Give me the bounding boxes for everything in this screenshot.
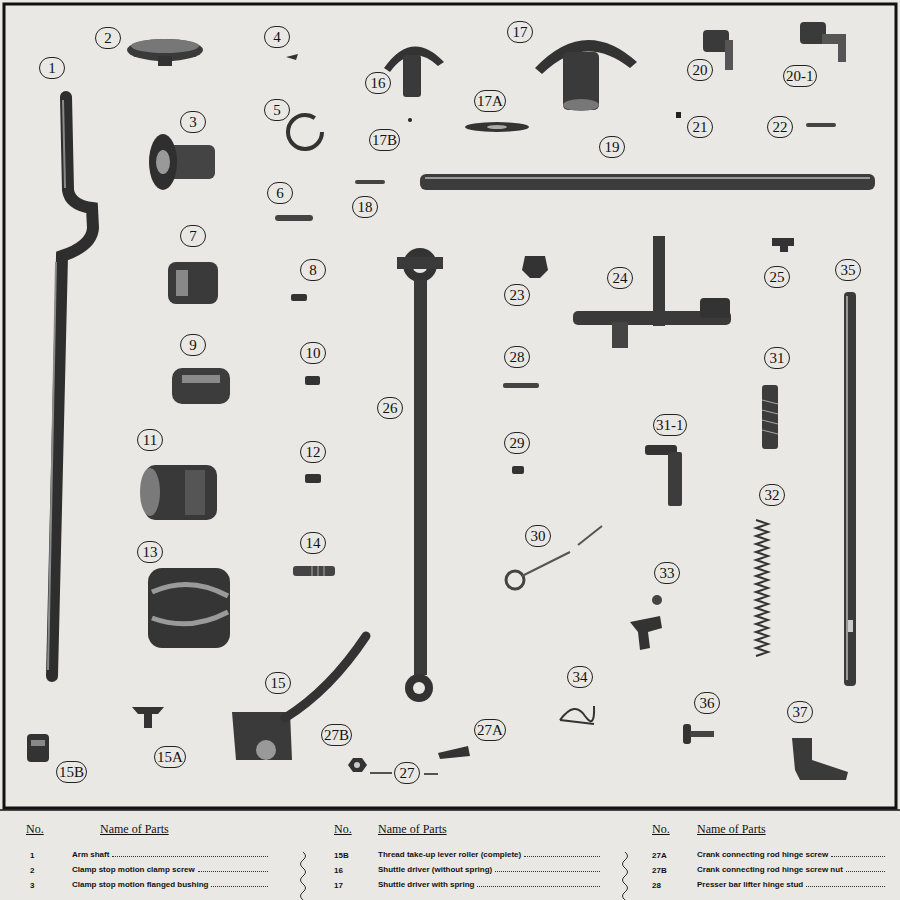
callout-number: 2 — [95, 27, 121, 49]
part-name: Clamp stop motion flanged bushing — [72, 880, 208, 889]
callout-number: 6 — [267, 182, 293, 204]
callout-number: 15B — [56, 761, 87, 783]
callout-number: 27B — [321, 724, 352, 746]
callout-number: 34 — [567, 666, 593, 688]
callout-number: 24 — [607, 267, 633, 289]
table-cell: Crank connecting rod hinge screw — [697, 850, 885, 859]
callout-number: 14 — [300, 532, 326, 554]
callout-number: 16 — [365, 72, 391, 94]
table-cell: Shuttle driver (without spring) — [378, 865, 600, 874]
callout-number: 31-1 — [653, 414, 687, 436]
table-cell: Arm shaft — [72, 850, 268, 859]
table-header: Name of Parts — [378, 822, 447, 837]
callout-number: 27 — [394, 762, 420, 784]
table-cell: Presser bar lifter hinge stud — [697, 880, 885, 889]
table-header: Name of Parts — [100, 822, 169, 837]
table-cell: Shuttle driver with spring — [378, 880, 600, 889]
part-name: Arm shaft — [72, 850, 109, 859]
part-name: Shuttle driver (without spring) — [378, 865, 492, 874]
table-cell: Crank connecting rod hinge screw nut — [697, 865, 885, 874]
callout-number: 33 — [654, 562, 680, 584]
table-header: No. — [652, 822, 670, 837]
part-number: 28 — [652, 881, 661, 890]
part-name: Shuttle driver with spring — [378, 880, 474, 889]
dot-leader — [846, 871, 885, 872]
part-name: Thread take-up lever roller (complete) — [378, 850, 521, 859]
callout-number: 11 — [137, 429, 163, 451]
part-name: Crank connecting rod hinge screw nut — [697, 865, 843, 874]
dot-leader — [477, 886, 600, 887]
dot-leader — [112, 856, 268, 857]
part-number: 27A — [652, 851, 667, 860]
part-name: Clamp stop motion clamp screw — [72, 865, 195, 874]
table-cell: Clamp stop motion flanged bushing — [72, 880, 268, 889]
part-number: 1 — [30, 851, 34, 860]
callout-number: 32 — [759, 484, 785, 506]
part-number: 3 — [30, 881, 34, 890]
callout-number: 15A — [154, 746, 186, 768]
dot-leader — [524, 856, 600, 857]
part-number: 16 — [334, 866, 343, 875]
part-name: Crank connecting rod hinge screw — [697, 850, 828, 859]
part-number: 2 — [30, 866, 34, 875]
callout-number: 8 — [300, 259, 326, 281]
callout-number: 21 — [687, 116, 713, 138]
callout-number: 17B — [369, 129, 400, 151]
callout-number: 36 — [694, 692, 720, 714]
callout-number: 37 — [787, 701, 813, 723]
table-header: No. — [334, 822, 352, 837]
dot-leader — [806, 886, 885, 887]
callout-number: 35 — [835, 259, 861, 281]
callout-number: 19 — [599, 136, 625, 158]
table-cell: Clamp stop motion clamp screw — [72, 865, 268, 874]
callout-number: 5 — [264, 99, 290, 121]
callout-number: 15 — [265, 672, 291, 694]
part-name: Presser bar lifter hinge stud — [697, 880, 803, 889]
callout-number: 20 — [687, 59, 713, 81]
callout-number: 9 — [180, 334, 206, 356]
callout-number: 22 — [767, 116, 793, 138]
callout-number: 20-1 — [783, 65, 817, 87]
callout-number: 26 — [377, 397, 403, 419]
dot-leader — [198, 871, 268, 872]
dot-leader — [211, 886, 268, 887]
callout-number: 10 — [300, 342, 326, 364]
part-number: 15B — [334, 851, 349, 860]
callout-number: 12 — [300, 441, 326, 463]
dot-leader — [831, 856, 885, 857]
table-header: No. — [26, 822, 44, 837]
callout-number: 25 — [764, 266, 790, 288]
table-cell: Thread take-up lever roller (complete) — [378, 850, 600, 859]
callout-number: 3 — [180, 111, 206, 133]
callout-number: 13 — [137, 541, 163, 563]
callout-number: 7 — [180, 225, 206, 247]
table-header: Name of Parts — [697, 822, 766, 837]
callout-number: 28 — [504, 346, 530, 368]
callout-number: 18 — [352, 196, 378, 218]
callout-number: 27A — [474, 719, 506, 741]
callout-number: 17 — [507, 21, 533, 43]
callout-number: 29 — [504, 432, 530, 454]
dot-leader — [495, 871, 600, 872]
callout-number: 1 — [39, 57, 65, 79]
part-number: 17 — [334, 881, 343, 890]
callout-number: 17A — [474, 90, 506, 112]
callout-number: 30 — [525, 525, 551, 547]
callout-number: 4 — [264, 26, 290, 48]
callout-number: 31 — [764, 347, 790, 369]
part-number: 27B — [652, 866, 667, 875]
callout-number: 23 — [504, 284, 530, 306]
